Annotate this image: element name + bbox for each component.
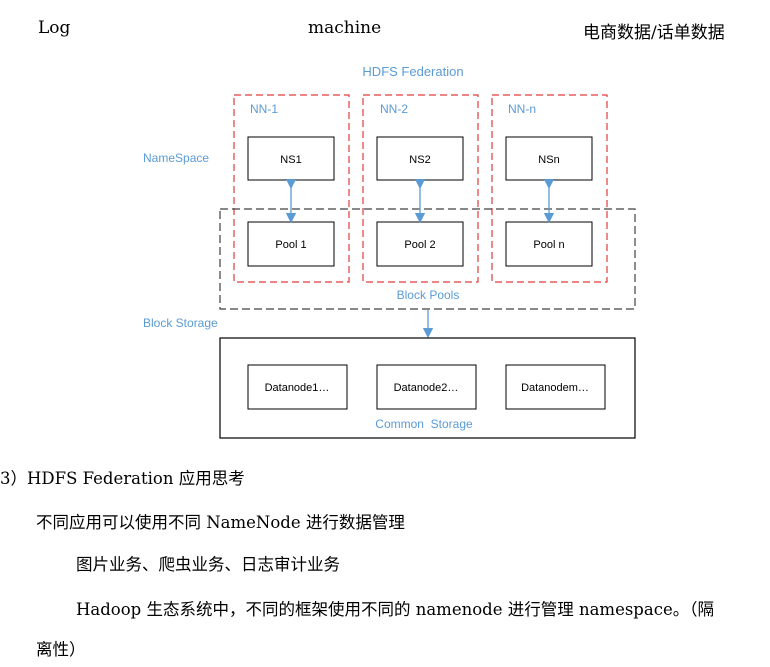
namenode-frame-1 [233,94,350,283]
namenode-label-n: NN-n [508,102,536,116]
block-pools-frame [219,208,636,310]
hdfs-federation-diagram: HDFS Federation NameSpace NN-1 NN-2 NN-n… [143,64,636,439]
namenode-label-2: NN-2 [380,102,408,116]
pool-label-n: Pool n [533,239,564,251]
namenode-frame-n [491,94,608,283]
common-storage-frame [219,337,636,439]
pool-box-2 [376,221,464,267]
top-label-machine: machine [308,18,382,38]
top-label-data-types: 电商数据/话单数据 [583,23,725,43]
ns-label-n: NSn [538,154,559,166]
datanode-label-m: Datanodem… [521,382,589,394]
block-pools-label: Block Pools [397,288,460,302]
ns-label-2: NS2 [409,154,430,166]
section-heading: 3）HDFS Federation 应用思考 [0,469,245,488]
ns-label-1: NS1 [280,154,301,166]
datanode-box-m [505,364,606,410]
namenode-frame-2 [362,94,479,283]
pool-box-1 [247,221,335,267]
datanode-box-2 [376,364,477,410]
paragraph-line-3: Hadoop 生态系统中，不同的框架使用不同的 namenode 进行管理 na… [76,600,714,619]
namespace-label: NameSpace [143,151,209,165]
namenode-label-1: NN-1 [250,102,278,116]
ns-box-1 [247,136,335,181]
ns-box-n [505,136,593,181]
paragraph-line-4: 离性） [36,640,86,659]
datanode-label-1: Datanode1… [265,382,330,394]
datanode-box-1 [247,364,348,410]
pool-label-2: Pool 2 [404,239,435,251]
paragraph-line-2: 图片业务、爬虫业务、日志审计业务 [76,555,340,574]
diagram-title: HDFS Federation [362,64,463,79]
block-storage-label: Block Storage [143,316,218,330]
paragraph-line-1: 不同应用可以使用不同 NameNode 进行数据管理 [36,513,405,532]
common-storage-label: Common Storage [375,417,473,431]
datanode-label-2: Datanode2… [394,382,459,394]
top-label-log: Log [38,18,71,38]
pool-label-1: Pool 1 [275,239,306,251]
